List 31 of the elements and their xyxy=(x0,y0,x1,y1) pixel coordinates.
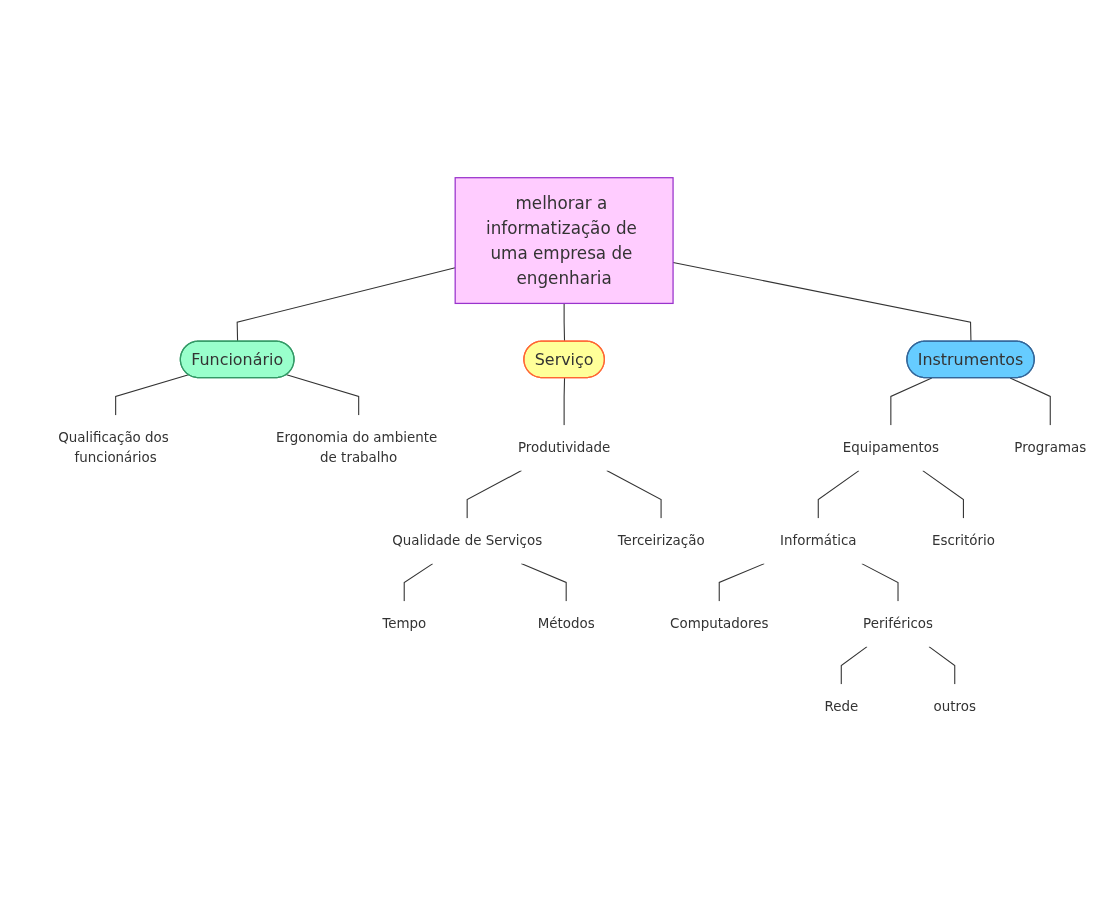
node-text: Informática xyxy=(780,532,857,549)
connector xyxy=(928,646,956,686)
connector xyxy=(606,470,662,520)
node-text: Produtividade xyxy=(517,439,611,456)
connector xyxy=(563,303,566,343)
node-text: outros xyxy=(933,698,976,715)
node-text: Qualificação dos funcionários xyxy=(58,429,169,466)
node-text: Ergonomia do ambiente de trabalho xyxy=(275,429,438,466)
connector xyxy=(466,470,523,520)
connector xyxy=(922,470,964,520)
connector xyxy=(520,563,567,603)
connector xyxy=(563,377,566,427)
connector xyxy=(236,267,456,343)
node-box: melhorar a informatização de uma empresa de engenharia xyxy=(454,177,674,305)
node-text: Equipamentos xyxy=(842,439,939,456)
connector xyxy=(115,374,190,417)
node-text: Qualidade de Serviços xyxy=(392,532,543,549)
connector xyxy=(403,563,434,603)
node-text: Periféricos xyxy=(863,615,933,632)
connector xyxy=(286,374,360,417)
connector xyxy=(840,646,868,686)
node-text: Terceirização xyxy=(617,532,705,549)
node-text: Programas xyxy=(1014,439,1087,456)
node-text: Tempo xyxy=(382,615,427,632)
connector xyxy=(861,563,899,603)
node-text: Rede xyxy=(824,698,859,715)
connector xyxy=(817,470,860,520)
node-text: Métodos xyxy=(537,615,595,632)
node-text: Escritório xyxy=(931,532,995,549)
connector xyxy=(718,563,765,603)
node-text: Computadores xyxy=(670,615,769,632)
